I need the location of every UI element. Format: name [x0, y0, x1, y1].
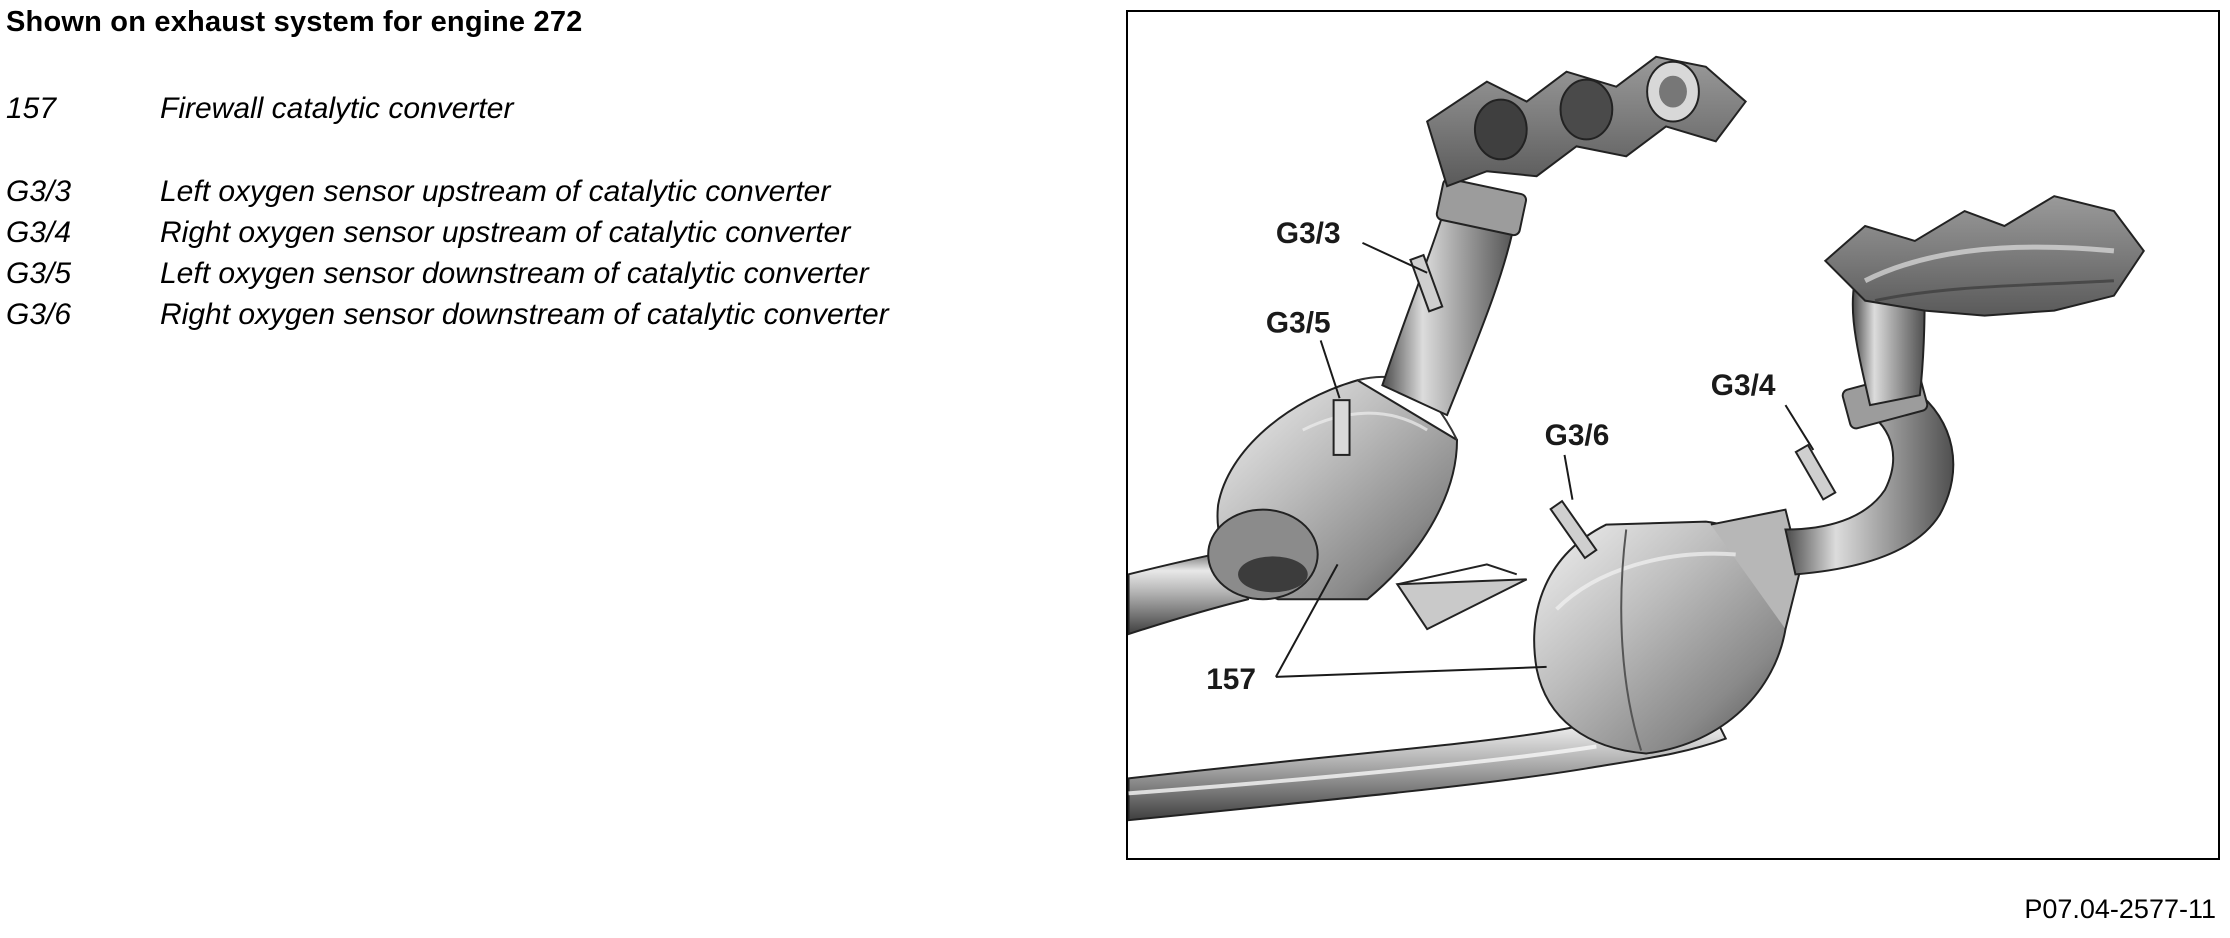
left-catalytic-converter — [1207, 375, 1459, 601]
legend-item: G3/4 Right oxygen sensor upstream of cat… — [6, 212, 1066, 253]
leader-line-157-right — [1275, 665, 1547, 678]
left-downpipe — [1381, 177, 1528, 417]
legend-code: 157 — [6, 92, 57, 125]
legend-list: 157 Firewall catalytic converter G3/3 Le… — [6, 88, 1066, 335]
legend-item: G3/5 Left oxygen sensor downstream of ca… — [6, 253, 1066, 294]
callout-g3-6: G3/6 — [1545, 419, 1610, 452]
callout-157: 157 — [1206, 663, 1256, 696]
page-heading: Shown on exhaust system for engine 272 — [6, 6, 583, 38]
leader-line-g3-4 — [1784, 404, 1815, 451]
legend-item: 157 Firewall catalytic converter — [6, 88, 1066, 129]
leader-line-g3-6 — [1563, 454, 1574, 500]
legend-description: Left oxygen sensor downstream of catalyt… — [160, 257, 869, 290]
legend-item: G3/6 Right oxygen sensor downstream of c… — [6, 294, 1066, 335]
exhaust-diagram-svg: G3/3 G3/5 G3/6 G3/4 157 — [1128, 55, 2145, 822]
callout-leader-lines — [1275, 242, 1815, 678]
legend-item: G3/3 Left oxygen sensor upstream of cata… — [6, 171, 1066, 212]
legend-code: G3/5 — [6, 257, 72, 290]
oxygen-sensor-g3-4 — [1794, 443, 1837, 501]
right-catalytic-converter — [1533, 508, 1802, 755]
figure-reference-number: P07.04-2577-11 — [2024, 894, 2216, 924]
legend-description: Firewall catalytic converter — [160, 92, 514, 125]
legend-code: G3/4 — [6, 216, 72, 249]
legend-description: Left oxygen sensor upstream of catalytic… — [160, 175, 831, 208]
right-exhaust-manifold — [1823, 195, 2145, 317]
left-exhaust-manifold — [1425, 55, 1748, 188]
leader-line-g3-5 — [1319, 340, 1341, 399]
legend-code: G3/3 — [6, 175, 72, 208]
legend-description: Right oxygen sensor downstream of cataly… — [160, 298, 889, 331]
leader-line-157-left — [1275, 563, 1339, 678]
mounting-bracket — [1395, 563, 1528, 631]
callout-g3-4: G3/4 — [1711, 369, 1776, 402]
leader-line-g3-3 — [1362, 242, 1428, 274]
callout-g3-3: G3/3 — [1276, 217, 1341, 250]
exhaust-system-illustration: G3/3 G3/5 G3/6 G3/4 157 — [1126, 10, 2220, 860]
legend-description: Right oxygen sensor upstream of catalyti… — [160, 216, 851, 249]
oxygen-sensor-g3-6 — [1549, 499, 1598, 560]
callout-g3-5: G3/5 — [1266, 306, 1331, 339]
legend-code: G3/6 — [6, 298, 72, 331]
oxygen-sensor-g3-5 — [1332, 399, 1351, 456]
